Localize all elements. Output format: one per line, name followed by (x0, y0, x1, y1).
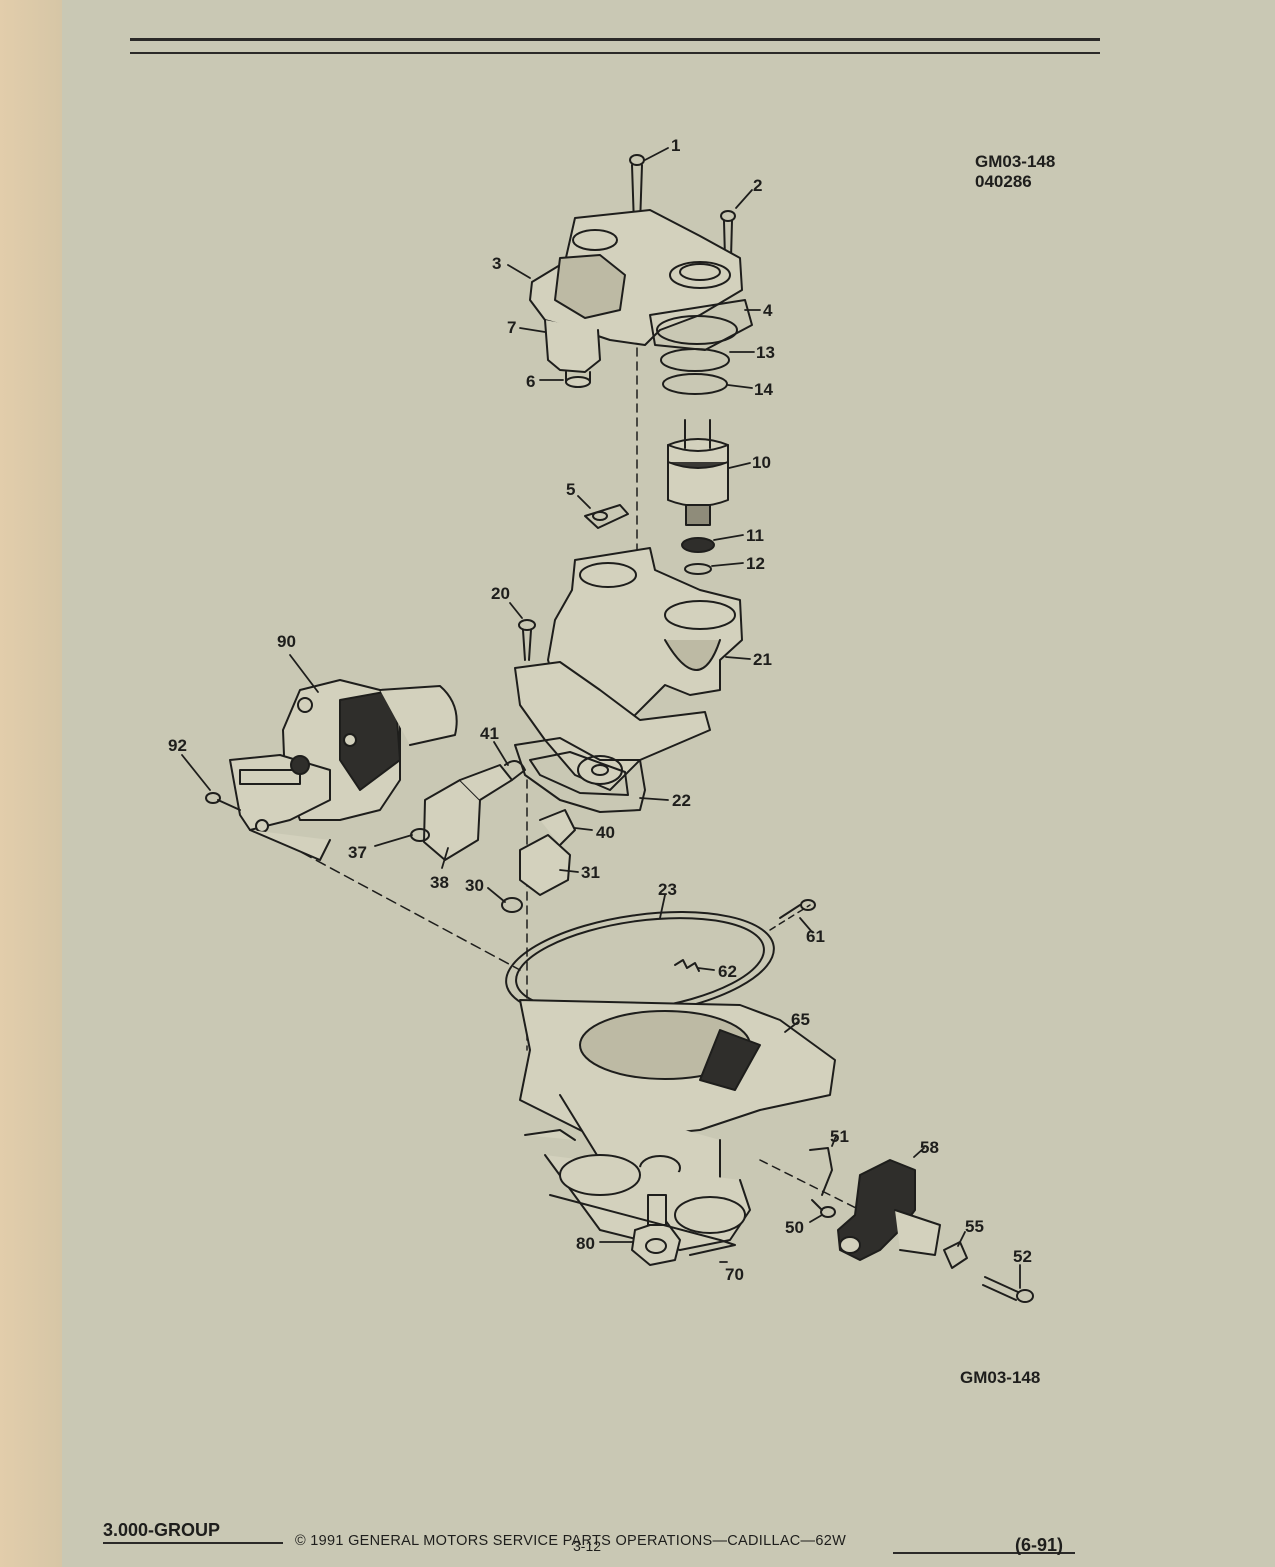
callout-70: 70 (725, 1265, 744, 1284)
seal-part-11 (681, 537, 715, 553)
callout-7: 7 (507, 318, 516, 337)
callout-leaders (181, 147, 1021, 1289)
fitting-part-31 (519, 809, 576, 896)
iac-motor-part-90 (229, 679, 458, 861)
callout-11: 11 (746, 526, 764, 545)
screw-part-20 (518, 619, 536, 661)
figure-code-bottom: GM03-148 (960, 1368, 1041, 1387)
callout-31: 31 (581, 863, 600, 882)
figure-date-code: 040286 (975, 172, 1032, 191)
screw-part-61 (779, 899, 816, 919)
callout-38: 38 (430, 873, 449, 892)
callout-14: 14 (754, 380, 773, 399)
callout-12: 12 (746, 554, 765, 573)
callout-61: 61 (806, 927, 825, 946)
callout-4: 4 (763, 301, 773, 320)
footer-page-number: 3-12 (573, 1538, 602, 1554)
throttle-plate-flange (514, 661, 711, 791)
footer-revision: (6-91) (1015, 1535, 1064, 1555)
callout-65: 65 (791, 1010, 810, 1029)
callout-22: 22 (672, 791, 691, 810)
gasket-part-5 (584, 504, 629, 529)
callout-1: 1 (671, 136, 680, 155)
throttle-body-part-65 (519, 999, 836, 1251)
screw-part-52 (982, 1276, 1034, 1303)
callout-5: 5 (566, 480, 575, 499)
callout-55: 55 (965, 1217, 984, 1236)
callout-92: 92 (168, 736, 187, 755)
callout-20: 20 (491, 584, 510, 603)
gasket-part-22 (514, 737, 646, 813)
retainer-part-55 (943, 1241, 968, 1269)
footer-rule-left (103, 1542, 283, 1544)
fuel-injector-part-10 (667, 419, 729, 526)
callout-13: 13 (756, 343, 775, 362)
screw-part-92 (205, 792, 241, 811)
fitting-part-80 (631, 1194, 681, 1266)
tps-part-58 (837, 1159, 941, 1261)
footer-rule-right (893, 1552, 1075, 1554)
callout-51: 51 (830, 1127, 849, 1146)
fitting-part-38 (423, 764, 513, 861)
o-ring-part-13 (660, 348, 730, 372)
paper-edge (0, 0, 62, 1567)
callout-58: 58 (920, 1138, 939, 1157)
callout-labels: 1 2 3 4 5 6 7 10 11 12 13 14 20 21 22 23… (168, 136, 1032, 1284)
callout-52: 52 (1013, 1247, 1032, 1266)
callout-6: 6 (526, 372, 535, 391)
lever-part-51 (809, 1147, 833, 1196)
o-ring-part-12 (684, 563, 712, 575)
callout-90: 90 (277, 632, 296, 651)
fuel-meter-cover-part-3 (529, 209, 743, 388)
callout-62: 62 (718, 962, 737, 981)
fuel-meter-body-part-21 (547, 547, 743, 731)
callout-23: 23 (658, 880, 677, 899)
gasket-part-4 (649, 299, 753, 351)
callout-41: 41 (480, 724, 499, 743)
callout-50: 50 (785, 1218, 804, 1237)
callout-37: 37 (348, 843, 367, 862)
screw-part-50 (811, 1199, 836, 1218)
o-ring-part-30 (501, 897, 523, 913)
top-rule (130, 38, 1100, 41)
callout-40: 40 (596, 823, 615, 842)
spring-part-62 (674, 959, 700, 972)
callout-80: 80 (576, 1234, 595, 1253)
callout-30: 30 (465, 876, 484, 895)
callout-2: 2 (753, 176, 762, 195)
callout-10: 10 (752, 453, 771, 472)
footer-copyright: © 1991 GENERAL MOTORS SERVICE PARTS OPER… (295, 1533, 847, 1549)
figure-code-top: GM03-148 (975, 152, 1056, 171)
alignment-line-tps (759, 1159, 861, 1211)
callout-21: 21 (753, 650, 772, 669)
gasket-part-70 (549, 1194, 736, 1256)
o-ring-part-14 (662, 373, 728, 395)
footer-group: 3.000-GROUP (103, 1520, 221, 1540)
top-rule-lower (130, 52, 1100, 54)
callout-3: 3 (492, 254, 501, 273)
